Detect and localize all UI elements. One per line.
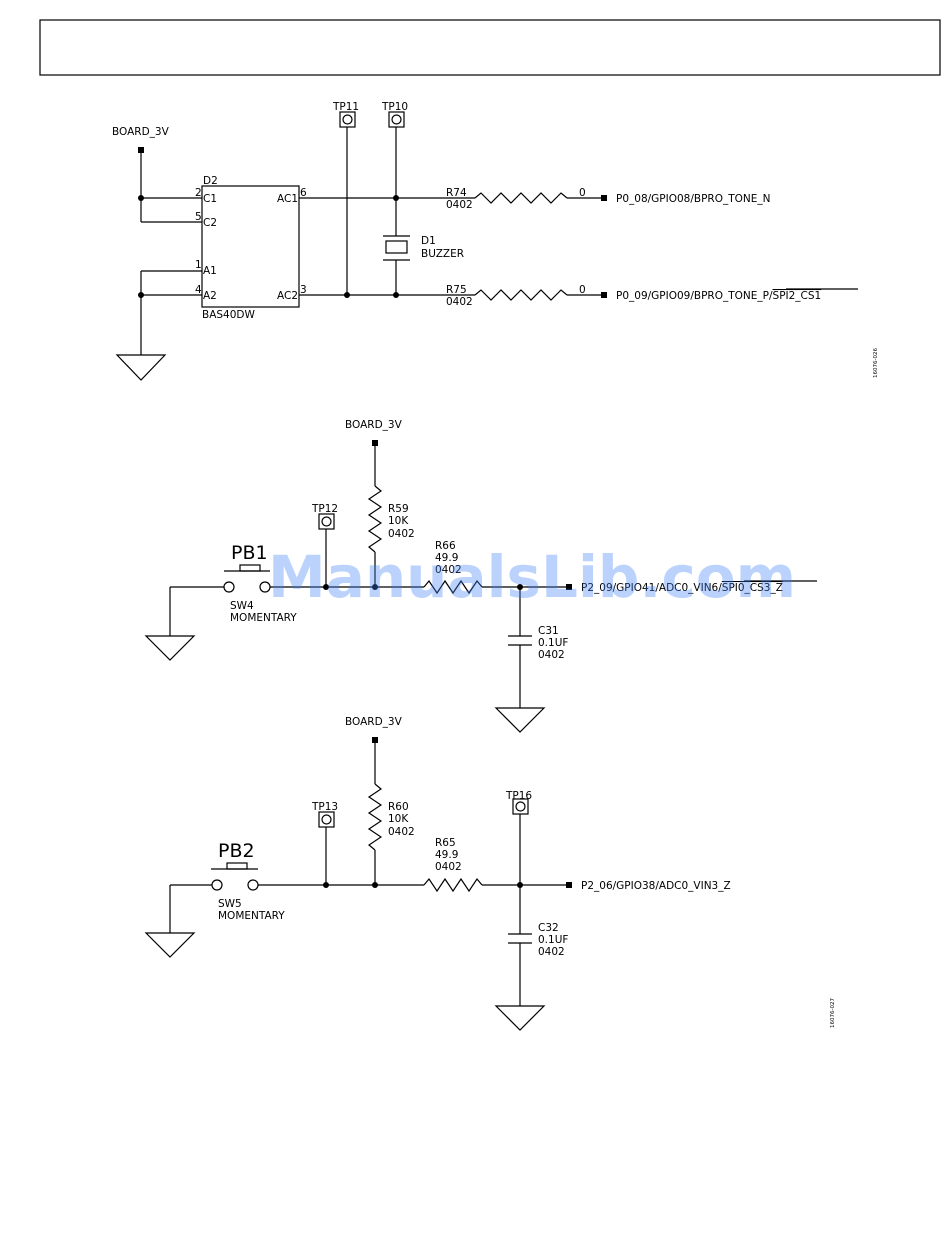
net-tone-p: P0_09/GPIO09/BPRO_TONE_P/SPI2_CS1 bbox=[616, 290, 821, 302]
net-tone-p-prefix: P0_09/GPIO09/BPRO_TONE_P/ bbox=[616, 290, 773, 302]
c31-pkg: 0402 bbox=[538, 649, 565, 661]
bas40dw-ic bbox=[201, 185, 300, 308]
r65-value: 49.9 bbox=[435, 849, 458, 861]
r74-resistor bbox=[474, 192, 568, 204]
tp11-pad bbox=[339, 111, 356, 128]
ic-part-label: BAS40DW bbox=[202, 309, 255, 321]
c31-value: 0.1UF bbox=[538, 637, 568, 649]
tp10-pad bbox=[388, 111, 405, 128]
r60-pkg: 0402 bbox=[388, 826, 415, 838]
net-pb1: P2_09/GPIO41/ADC0_VIN6/SPI0_CS3_Z bbox=[581, 582, 783, 594]
pin-d2: D2 bbox=[203, 175, 218, 187]
sw5-contact-right bbox=[247, 879, 259, 891]
r65-resistor bbox=[423, 877, 483, 893]
r65-pkg: 0402 bbox=[435, 861, 462, 873]
c32-value: 0.1UF bbox=[538, 934, 568, 946]
r66-ref: R66 bbox=[435, 540, 456, 552]
r59-resistor bbox=[367, 485, 383, 553]
pushbutton-pb1-circuit: BOARD_3V R59 10K 0402 TP12 PB1 SW4 MOMEN… bbox=[144, 419, 817, 733]
r74-value: 0 bbox=[579, 187, 586, 199]
tp10-label: TP10 bbox=[381, 101, 408, 113]
pushbutton-pb2-circuit: BOARD_3V R60 10K 0402 TP13 TP16 PB2 SW5 … bbox=[144, 716, 836, 1031]
net-tone-n: P0_08/GPIO08/BPRO_TONE_N bbox=[616, 193, 771, 205]
pin-ac2: AC2 bbox=[277, 290, 298, 302]
sw4-type: MOMENTARY bbox=[230, 612, 297, 624]
r59-value: 10K bbox=[388, 515, 409, 527]
r66-value: 49.9 bbox=[435, 552, 458, 564]
r65-ref: R65 bbox=[435, 837, 456, 849]
r60-resistor bbox=[367, 783, 383, 851]
ground-symbol-5 bbox=[494, 1005, 546, 1031]
net-pb1-prefix: P2_09/GPIO41/ADC0_VIN6/ bbox=[581, 582, 722, 594]
r75-pkg: 0402 bbox=[446, 296, 473, 308]
tp12-pad bbox=[318, 513, 335, 530]
tp11-label: TP11 bbox=[332, 101, 359, 113]
r75-resistor bbox=[474, 289, 568, 301]
r59-pkg: 0402 bbox=[388, 528, 415, 540]
pin-num-6: 6 bbox=[300, 187, 307, 199]
r75-ref: R75 bbox=[446, 284, 467, 296]
pin-c1: C1 bbox=[203, 193, 217, 205]
fig-id-2: 16076-027 bbox=[830, 998, 836, 1028]
board-3v-label-1: BOARD_3V bbox=[112, 126, 170, 138]
pb2-label: PB2 bbox=[218, 840, 255, 862]
sw5-type: MOMENTARY bbox=[218, 910, 285, 922]
ground-symbol-3 bbox=[494, 707, 546, 733]
r59-ref: R59 bbox=[388, 503, 409, 515]
r60-ref: R60 bbox=[388, 801, 409, 813]
r60-value: 10K bbox=[388, 813, 409, 825]
sw5-contact-left bbox=[211, 879, 223, 891]
c31-ref: C31 bbox=[538, 625, 559, 637]
c32-ref: C32 bbox=[538, 922, 559, 934]
d1-ref: D1 bbox=[421, 235, 436, 247]
board-3v-label-2: BOARD_3V bbox=[345, 419, 403, 431]
tp13-pad bbox=[318, 811, 335, 828]
header-box bbox=[39, 19, 941, 76]
fig-id-1: 16076-026 bbox=[873, 348, 879, 378]
pin-ac1: AC1 bbox=[277, 193, 298, 205]
pb1-label: PB1 bbox=[231, 542, 268, 564]
ground-symbol-1 bbox=[115, 354, 167, 381]
pin-num-4: 4 bbox=[195, 284, 202, 296]
r74-pkg: 0402 bbox=[446, 199, 473, 211]
sw4-contact-left bbox=[223, 581, 235, 593]
pin-num-5: 5 bbox=[195, 211, 202, 223]
pin-num-3: 3 bbox=[300, 284, 307, 296]
r75-value: 0 bbox=[579, 284, 586, 296]
tp13-label: TP13 bbox=[311, 801, 338, 813]
r66-resistor bbox=[423, 579, 483, 595]
d1-name: BUZZER bbox=[421, 248, 464, 260]
pin-num-1: 1 bbox=[195, 259, 202, 271]
watermark: ManualsLib.com bbox=[268, 543, 796, 611]
sw5-ref: SW5 bbox=[218, 898, 242, 910]
ground-symbol-2 bbox=[144, 635, 196, 661]
ground-symbol-4 bbox=[144, 932, 196, 958]
c32-pkg: 0402 bbox=[538, 946, 565, 958]
r74-ref: R74 bbox=[446, 187, 467, 199]
sw4-ref: SW4 bbox=[230, 600, 254, 612]
tp16-label: TP16 bbox=[505, 790, 532, 802]
net-tone-p-bar: SPI2_CS1 bbox=[773, 290, 822, 302]
tp12-label: TP12 bbox=[311, 503, 338, 515]
board-3v-terminal-1 bbox=[138, 147, 144, 153]
net-pb1-bar: SPI0_CS3_Z bbox=[722, 582, 783, 594]
pin-c2: C2 bbox=[203, 217, 217, 229]
buzzer-circuit: BOARD_3V D2 C1 C2 A1 A2 AC1 AC2 2 5 1 4 … bbox=[112, 101, 879, 381]
r66-pkg: 0402 bbox=[435, 564, 462, 576]
pin-a2: A2 bbox=[203, 290, 217, 302]
pin-a1: A1 bbox=[203, 265, 217, 277]
pin-num-2: 2 bbox=[195, 187, 202, 199]
buzzer-d1 bbox=[385, 240, 408, 254]
board-3v-label-3: BOARD_3V bbox=[345, 716, 403, 728]
net-pb2: P2_06/GPIO38/ADC0_VIN3_Z bbox=[581, 880, 731, 892]
